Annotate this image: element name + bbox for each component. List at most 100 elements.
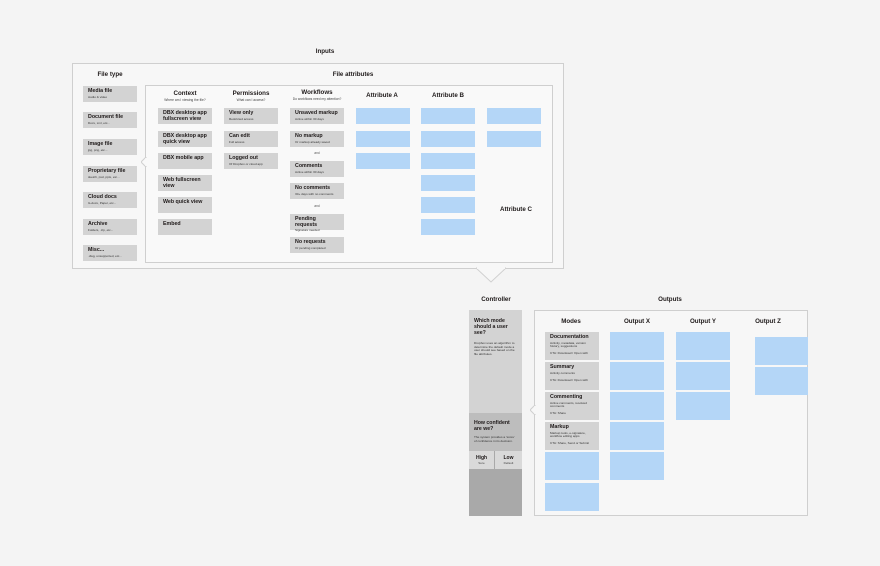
- attribute-a-box: [356, 108, 410, 124]
- mode-title: Documentation: [550, 334, 589, 340]
- mode-item[interactable]: Markup Markup tools, e-signature, workfl…: [545, 422, 599, 450]
- file-type-title: Image file: [88, 141, 113, 147]
- workflow-title: Pending requests: [295, 216, 318, 228]
- output-y-heading: Output Y: [689, 318, 716, 325]
- output-x-heading: Output X: [623, 318, 651, 325]
- mode-sub: Activity comments: [550, 370, 575, 375]
- workflow-item[interactable]: Comments Active within 30 days: [290, 161, 344, 177]
- context-item[interactable]: Web quick view: [158, 197, 212, 213]
- permission-sub: Of Dropbox or cloud app: [229, 161, 263, 166]
- mode-item[interactable]: Commenting Active comments, resolved com…: [545, 392, 599, 420]
- controller-desc-2: The system provides a 'score' of confide…: [474, 434, 515, 443]
- context-item[interactable]: DBX desktop app quick view: [158, 131, 212, 147]
- inputs-pointer: [476, 267, 506, 283]
- output-x-box: [610, 392, 664, 420]
- confidence-low-sub: Default: [503, 461, 514, 465]
- permission-sub: Full access: [229, 139, 245, 144]
- permission-item[interactable]: View only Restricted access: [224, 108, 278, 124]
- file-type-heading: File type: [97, 71, 123, 78]
- file-type-media[interactable]: Media file Audio & video: [83, 86, 137, 102]
- mode-cta: CTA: Share: [550, 411, 566, 416]
- workflow-item[interactable]: Pending requests Signature needed: [290, 214, 344, 232]
- outputs-title: Outputs: [658, 296, 682, 303]
- attribute-a-box: [356, 131, 410, 147]
- mode-cta: CTA: Download / Open with: [550, 377, 588, 382]
- mode-item[interactable]: Summary Activity comments CTA: Download …: [545, 362, 599, 390]
- context-item[interactable]: DBX mobile app: [158, 153, 212, 169]
- confidence-high[interactable]: High Sure: [469, 451, 495, 469]
- context-item-label: DBX desktop app quick view: [163, 133, 207, 145]
- workflow-item[interactable]: No comments 30+ days with no comments: [290, 183, 344, 199]
- context-heading: Context: [173, 90, 197, 97]
- file-type-title: Document file: [88, 114, 124, 120]
- mode-sub: Active comments, resolved comments: [550, 400, 587, 408]
- file-type-cloud-docs[interactable]: Cloud docs G-docs, Paper, etc...: [83, 192, 137, 208]
- attribute-a-box: [356, 153, 410, 169]
- attribute-b-box: [421, 175, 475, 191]
- and-connector: and: [314, 151, 320, 155]
- workflows-subheading: Do workflows need my attention?: [292, 97, 342, 101]
- file-type-proprietary[interactable]: Proprietary file sketch, psd, pptx, etc.…: [83, 166, 137, 182]
- file-type-archive[interactable]: Archive Folders, .zip, etc...: [83, 219, 137, 235]
- mode-box: [545, 483, 599, 511]
- file-type-document[interactable]: Document file Docx, xml, etc...: [83, 112, 137, 128]
- output-x-box: [610, 452, 664, 480]
- attribute-b-box: [421, 197, 475, 213]
- and-connector: and: [314, 204, 320, 208]
- controller-mode-block: Which mode should a user see? Dropbox us…: [469, 310, 522, 413]
- workflow-title: No requests: [295, 239, 326, 245]
- workflow-item[interactable]: No markup Or markup already saved: [290, 131, 344, 147]
- file-type-sub: sketch, psd, pptx, etc...: [88, 174, 120, 179]
- file-type-misc[interactable]: Misc... .dwg, unsupported, etc...: [83, 245, 137, 261]
- workflow-sub: Active within 30 days: [295, 116, 324, 121]
- context-item-label: Web fullscreen view: [163, 177, 201, 189]
- attribute-c-heading: Attribute C: [500, 206, 532, 213]
- file-type-title: Media file: [88, 88, 113, 94]
- output-y-box: [676, 362, 730, 390]
- output-x-box: [610, 362, 664, 390]
- attribute-c-box: [487, 131, 541, 147]
- workflow-item[interactable]: No requests Or pending completed: [290, 237, 344, 253]
- permission-title: View only: [229, 110, 254, 116]
- controller-confidence-block: How confident are we? The system provide…: [469, 413, 522, 451]
- workflows-heading: Workflows: [301, 89, 333, 96]
- permission-title: Logged out: [229, 155, 258, 161]
- mode-item[interactable]: Documentation Activity, metadata, versio…: [545, 332, 599, 360]
- permission-item[interactable]: Logged out Of Dropbox or cloud app: [224, 153, 278, 169]
- file-attributes-frame: [145, 85, 553, 263]
- context-item[interactable]: DBX desktop app fullscreen view: [158, 108, 212, 124]
- mode-title: Markup: [550, 424, 569, 430]
- output-y-box: [676, 392, 730, 420]
- file-type-sub: Audio & video: [88, 94, 108, 99]
- attribute-b-box: [421, 219, 475, 235]
- permission-item[interactable]: Can edit Full access: [224, 131, 278, 147]
- mode-cta: CTA: Download / Open with: [550, 351, 588, 356]
- workflow-sub: Or pending completed: [295, 245, 326, 250]
- controller-question-1: Which mode should a user see?: [474, 318, 508, 336]
- attribute-c-box: [487, 108, 541, 124]
- output-x-box: [610, 422, 664, 450]
- confidence-low[interactable]: Low Default: [495, 451, 522, 469]
- output-z-heading: Output Z: [755, 318, 781, 325]
- context-item-label: DBX mobile app: [163, 155, 204, 161]
- context-item[interactable]: Web fullscreen view: [158, 175, 212, 191]
- workflow-sub: Or markup already saved: [295, 139, 330, 144]
- permission-sub: Restricted access: [229, 116, 254, 121]
- mode-title: Commenting: [550, 394, 583, 400]
- permissions-subheading: What can I access?: [236, 98, 266, 102]
- controller-desc-1: Dropbox uses an algorithm to determine t…: [474, 340, 515, 357]
- workflow-title: Unsaved markup: [295, 110, 338, 116]
- attribute-a-heading: Attribute A: [366, 92, 398, 99]
- mode-box: [545, 452, 599, 480]
- permission-title: Can edit: [229, 133, 250, 139]
- context-item[interactable]: Embed: [158, 219, 212, 235]
- file-type-title: Archive: [88, 221, 108, 227]
- file-type-sub: Docx, xml, etc...: [88, 120, 111, 125]
- file-type-image[interactable]: Image file jpg, png, etc...: [83, 139, 137, 155]
- controller-question-2: How confident are we?: [474, 420, 510, 432]
- attribute-b-box: [421, 131, 475, 147]
- file-type-sub: G-docs, Paper, etc...: [88, 200, 117, 205]
- output-z-box: [755, 367, 808, 395]
- workflow-item[interactable]: Unsaved markup Active within 30 days: [290, 108, 344, 124]
- workflow-title: No markup: [295, 133, 323, 139]
